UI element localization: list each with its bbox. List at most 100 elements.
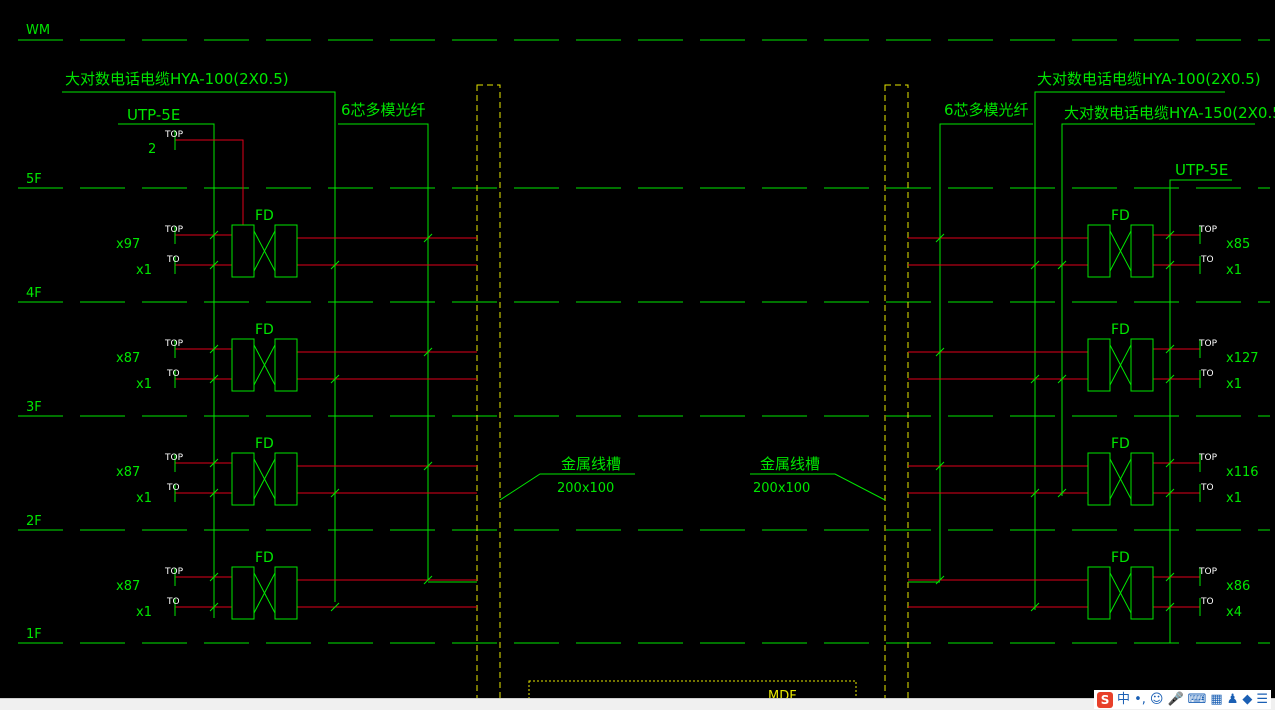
fd-label: FD: [1111, 436, 1130, 452]
cable-tick: [209, 344, 219, 354]
fd-cross-b: [1109, 344, 1132, 386]
keyboard-icon[interactable]: ⌨: [1187, 691, 1207, 707]
fd-left-block: [1087, 338, 1111, 392]
right-top-label: TOP: [1198, 225, 1218, 235]
cable-tick: [423, 575, 433, 585]
left-top-count: x87: [116, 351, 140, 366]
fd-label: FD: [255, 436, 274, 452]
cable-tick: [423, 461, 433, 471]
ime-toolbar[interactable]: S 中 •, ☺ 🎤 ⌨ ▦ ♟ ◆ ☰: [1094, 690, 1271, 709]
cable-tick: [209, 458, 219, 468]
right-top-count: x85: [1226, 237, 1250, 252]
trough-leaders: [499, 473, 886, 501]
menu-icon[interactable]: ☰: [1256, 691, 1268, 707]
cable-tick: [1057, 260, 1067, 270]
cable-tick: [1165, 344, 1175, 354]
cable-tick: [1030, 602, 1040, 612]
cable-tick: [1165, 230, 1175, 240]
sogou-logo-icon[interactable]: S: [1097, 691, 1114, 708]
cable-shafts: [476, 84, 909, 700]
cable-tick: [423, 233, 433, 243]
right-cable-label-2: 大对数电话电缆HYA-150(2X0.5): [1064, 104, 1275, 122]
fd-right-block: [1130, 224, 1154, 278]
right-utp-label: UTP-5E: [1175, 161, 1228, 179]
cable-tick: [1165, 572, 1175, 582]
right-top-count: x86: [1226, 579, 1250, 594]
cable-tick: [1165, 374, 1175, 384]
right-to-label: TO: [1200, 255, 1214, 265]
left-to-count: x1: [136, 605, 152, 620]
cable-tick: [1165, 260, 1175, 270]
cable-tick: [935, 233, 945, 243]
cable-tick: [1030, 374, 1040, 384]
fd-cross-b: [1109, 572, 1132, 614]
cable-tick: [1057, 488, 1067, 498]
cable-tick: [1165, 602, 1175, 612]
right-top-count: x127: [1226, 351, 1259, 366]
right-top-label: TOP: [1198, 567, 1218, 577]
microphone-icon[interactable]: 🎤: [1167, 691, 1184, 707]
cable-tick: [1057, 374, 1067, 384]
fd-right-block: [274, 452, 298, 506]
right-to-count: x1: [1226, 377, 1242, 392]
right-fiber-label: 6芯多模光纤: [944, 101, 1029, 119]
right-cable-label-1: 大对数电话电缆HYA-100(2X0.5): [1037, 70, 1261, 88]
fd-label: FD: [1111, 550, 1130, 566]
cable-tick: [209, 602, 219, 612]
floor-label-4f: 4F: [26, 286, 42, 301]
fd-cross-b: [253, 458, 276, 500]
punctuation-icon[interactable]: •,: [1134, 691, 1146, 707]
mdf-label: MDF: [768, 689, 797, 700]
right-top-label: TOP: [1198, 339, 1218, 349]
cable-tick: [330, 374, 340, 384]
left-to-count: x1: [136, 263, 152, 278]
left-cable-label: 大对数电话电缆HYA-100(2X0.5): [65, 70, 289, 88]
right-green-trunks: [908, 91, 1255, 643]
cable-tick: [1165, 488, 1175, 498]
left-fiber-label: 6芯多模光纤: [341, 101, 426, 119]
left-utp-label: UTP-5E: [127, 106, 180, 124]
fd-left-block: [231, 338, 255, 392]
left-to-count: x1: [136, 491, 152, 506]
right-top-label: TOP: [1198, 453, 1218, 463]
floor-label-wm: WM: [26, 23, 50, 38]
left-to-label: TO: [166, 483, 180, 493]
skin-icon[interactable]: ◆: [1242, 691, 1253, 707]
left-top-label: TOP: [164, 339, 184, 349]
fd-left-block: [231, 566, 255, 620]
floor-label-5f: 5F: [26, 172, 42, 187]
taskbar: [0, 698, 1275, 710]
user-icon[interactable]: ♟: [1226, 691, 1239, 707]
fd-label: FD: [1111, 208, 1130, 224]
right-floor-3f: FD TOP TO x127 x1: [908, 322, 1259, 392]
right-floor-groups: FDTOPTOx85x1FDTOPTOx127x1FDTOPTOx116x1FD…: [908, 208, 1259, 620]
fd-cross-b: [253, 344, 276, 386]
ime-chinese-mode[interactable]: 中: [1117, 691, 1131, 707]
fd-label: FD: [255, 208, 274, 224]
toolbox-icon[interactable]: ▦: [1210, 691, 1223, 707]
right-trough-name: 金属线槽: [760, 455, 820, 473]
right-top-count: x116: [1226, 465, 1259, 480]
cable-tick: [209, 374, 219, 384]
cable-tick: [423, 347, 433, 357]
cable-tick: [935, 461, 945, 471]
fd-left-block: [1087, 224, 1111, 278]
emoji-icon[interactable]: ☺: [1149, 691, 1164, 707]
right-to-label: TO: [1200, 369, 1214, 379]
fd-label: FD: [1111, 322, 1130, 338]
fd-right-block: [1130, 566, 1154, 620]
left-to-label: TO: [166, 597, 180, 607]
left-green-trunks: [62, 91, 477, 618]
left-top-count: x97: [116, 237, 140, 252]
left-trough-size: 200x100: [557, 481, 614, 496]
cable-tick: [209, 488, 219, 498]
right-to-count: x1: [1226, 491, 1242, 506]
right-to-count: x4: [1226, 605, 1242, 620]
fd-right-block: [274, 224, 298, 278]
